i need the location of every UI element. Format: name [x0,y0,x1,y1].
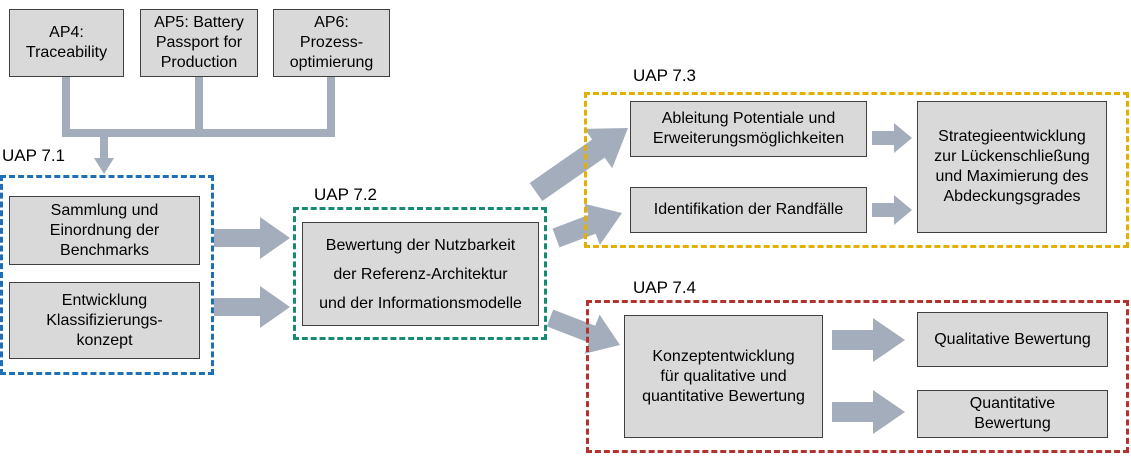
quantitative-evaluation-box: Quantitative Bewertung [917,390,1108,438]
evaluation-to-concept-arrow [546,309,620,354]
evaluation-concept-box: Konzeptentwicklung für qualitative und q… [624,315,823,438]
reference-architecture-evaluation-box: Bewertung der Nutzbarkeit der Referenz-A… [302,222,539,326]
ap4-box: AP4: Traceability [9,9,124,77]
evaluation-to-edge-cases-arrow [552,203,622,248]
ap5-box: AP5: Battery Passport for Production [140,9,258,77]
potentials-to-strategy-arrow [872,123,912,153]
qualitative-evaluation-box: Qualitative Bewertung [917,312,1108,367]
ap6-box: AP6: Prozess- optimierung [273,9,390,77]
strategy-development-box: Strategieentwicklung zur Lückenschließun… [917,101,1107,233]
benchmark-collection-box: Sammlung und Einordnung der Benchmarks [9,196,200,265]
uap-7-1-label: UAP 7.1 [2,146,66,165]
uap-7-4-group [586,300,1129,453]
potentials-derivation-box: Ableitung Potentiale und Erweiterungsmög… [630,101,867,157]
uap-7-3-label: UAP 7.3 [633,66,697,85]
concept-to-qualitative-arrow [832,318,905,362]
uap-7-2-label: UAP 7.2 [314,185,378,204]
evaluation-to-potentials-arrow [529,128,628,201]
edge-case-identification-box: Identifikation der Randfälle [630,187,867,233]
benchmarks-to-evaluation-arrow [214,217,290,259]
uap-7-2-group [293,207,547,340]
input-to-uap71-arrow [94,150,114,174]
uap-7-1-group [0,175,214,375]
classification-to-evaluation-arrow [214,286,290,328]
edge-cases-to-strategy-arrow [872,195,912,225]
classification-concept-box: Entwicklung Klassifizierungs- konzept [9,282,200,359]
uap-7-3-group [584,92,1129,248]
uap-7-4-label: UAP 7.4 [633,278,697,297]
concept-to-quantitative-arrow [832,390,905,434]
